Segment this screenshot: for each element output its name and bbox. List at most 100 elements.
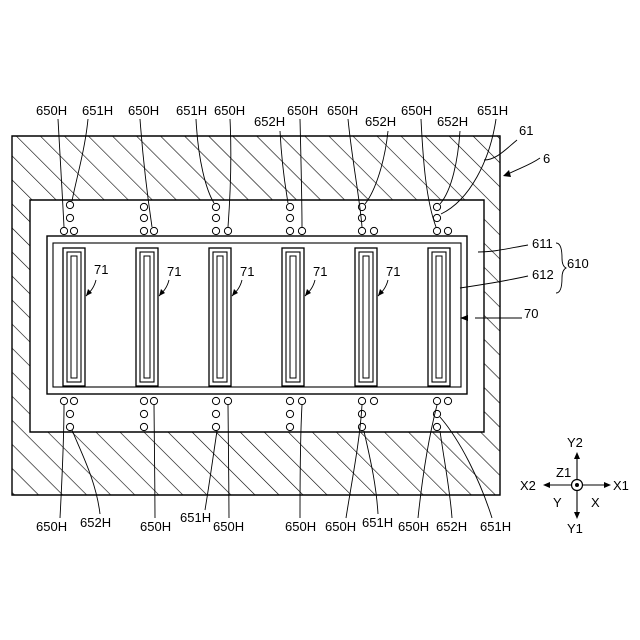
hole-bottom-row-8 [298, 397, 305, 404]
hole-top-upper-11 [433, 203, 440, 210]
label-652h-bottom-1: 652H [80, 515, 111, 530]
label-650h-top-2: 650H [128, 103, 159, 118]
leader-line-15 [154, 405, 155, 518]
axis-y2: Y2 [567, 435, 583, 450]
label-650h-top-4: 650H [287, 103, 318, 118]
slot-71-1 [63, 248, 85, 386]
hole-bottom-row-6 [224, 397, 231, 404]
label-71-slot-2: 71 [167, 264, 181, 279]
label-651h-bottom-2: 651H [362, 515, 393, 530]
hole-bottom-row-1 [60, 397, 67, 404]
hole-top-row-2 [70, 227, 77, 234]
slot-71-6 [428, 248, 450, 386]
hole-top-row-10 [370, 227, 377, 234]
arrow-71-1 [86, 280, 96, 296]
label-650h-bottom-4: 650H [285, 519, 316, 534]
label-652h-top-2: 652H [365, 114, 396, 129]
hole-top-row-8 [298, 227, 305, 234]
slot-71-5 [355, 248, 377, 386]
axis-y1: Y1 [567, 521, 583, 536]
label-61: 61 [519, 123, 533, 138]
hole-top-upper-6 [212, 214, 219, 221]
arrow-71-2 [159, 280, 169, 296]
axis-x1: X1 [613, 478, 629, 493]
axis-y: Y [553, 495, 562, 510]
axis-x: X [591, 495, 600, 510]
hole-bottom-row-5 [212, 397, 219, 404]
leader-line-29 [556, 243, 566, 293]
label-6: 6 [543, 151, 550, 166]
hole-top-row-11 [433, 227, 440, 234]
label-652h-top-3: 652H [437, 114, 468, 129]
hole-top-upper-10 [358, 214, 365, 221]
label-652h-bottom-2: 652H [436, 519, 467, 534]
label-651h-bottom-1: 651H [180, 510, 211, 525]
hole-top-row-4 [150, 227, 157, 234]
hole-bottom-lower-1 [66, 410, 73, 417]
hole-top-row-3 [140, 227, 147, 234]
hole-top-upper-1 [66, 201, 73, 208]
label-651h-top-3: 651H [477, 103, 508, 118]
label-70: 70 [524, 306, 538, 321]
label-650h-bottom-2: 650H [140, 519, 171, 534]
hole-bottom-row-11 [433, 397, 440, 404]
hole-bottom-lower-2 [66, 423, 73, 430]
hole-bottom-lower-12 [433, 423, 440, 430]
arrow-6 [503, 170, 511, 177]
hole-bottom-row-3 [140, 397, 147, 404]
label-71-slot-3: 71 [240, 264, 254, 279]
hole-bottom-row-9 [358, 397, 365, 404]
label-652h-top-1: 652H [254, 114, 285, 129]
hole-top-row-1 [60, 227, 67, 234]
label-651h-top-1: 651H [82, 103, 113, 118]
hole-bottom-lower-3 [140, 410, 147, 417]
label-612: 612 [532, 267, 554, 282]
hole-bottom-lower-7 [286, 410, 293, 417]
hole-bottom-row-12 [444, 397, 451, 404]
label-650h-bottom-6: 650H [398, 519, 429, 534]
hole-bottom-row-4 [150, 397, 157, 404]
label-650h-top-6: 650H [401, 103, 432, 118]
label-71-slot-4: 71 [313, 264, 327, 279]
label-71-slot-1: 71 [94, 262, 108, 277]
label-651h-top-2: 651H [176, 103, 207, 118]
hole-bottom-lower-9 [358, 410, 365, 417]
slot-71-2 [136, 248, 158, 386]
arrow-71-4 [305, 280, 315, 296]
label-71-slot-5: 71 [386, 264, 400, 279]
label-650h-bottom-5: 650H [325, 519, 356, 534]
arrow-71-3 [232, 280, 242, 296]
slot-71-4 [282, 248, 304, 386]
axis-x2: X2 [520, 478, 536, 493]
axis-indicator: Y2 Y1 X1 X2 Z1 X Y [520, 435, 629, 536]
hole-top-row-9 [358, 227, 365, 234]
label-650h-bottom-1: 650H [36, 519, 67, 534]
hole-bottom-lower-6 [212, 423, 219, 430]
hole-bottom-row-10 [370, 397, 377, 404]
arrow-71-5 [378, 280, 388, 296]
hole-top-upper-12 [433, 214, 440, 221]
label-610: 610 [567, 256, 589, 271]
hole-bottom-lower-5 [212, 410, 219, 417]
hole-top-row-6 [224, 227, 231, 234]
hole-top-row-5 [212, 227, 219, 234]
hole-top-row-7 [286, 227, 293, 234]
hole-top-upper-4 [140, 214, 147, 221]
leader-line-17 [228, 405, 229, 518]
hole-bottom-row-7 [286, 397, 293, 404]
label-650h-top-5: 650H [327, 103, 358, 118]
label-650h-top-1: 650H [36, 103, 67, 118]
hole-bottom-row-2 [70, 397, 77, 404]
label-651h-bottom-3: 651H [480, 519, 511, 534]
hole-top-upper-7 [286, 203, 293, 210]
label-650h-top-3: 650H [214, 103, 245, 118]
label-650h-bottom-3: 650H [213, 519, 244, 534]
hole-top-row-12 [444, 227, 451, 234]
slot-71-3 [209, 248, 231, 386]
inner-panel [47, 236, 467, 394]
hole-top-upper-5 [212, 203, 219, 210]
axis-z1: Z1 [556, 465, 571, 480]
hole-top-upper-2 [66, 214, 73, 221]
hole-bottom-lower-8 [286, 423, 293, 430]
